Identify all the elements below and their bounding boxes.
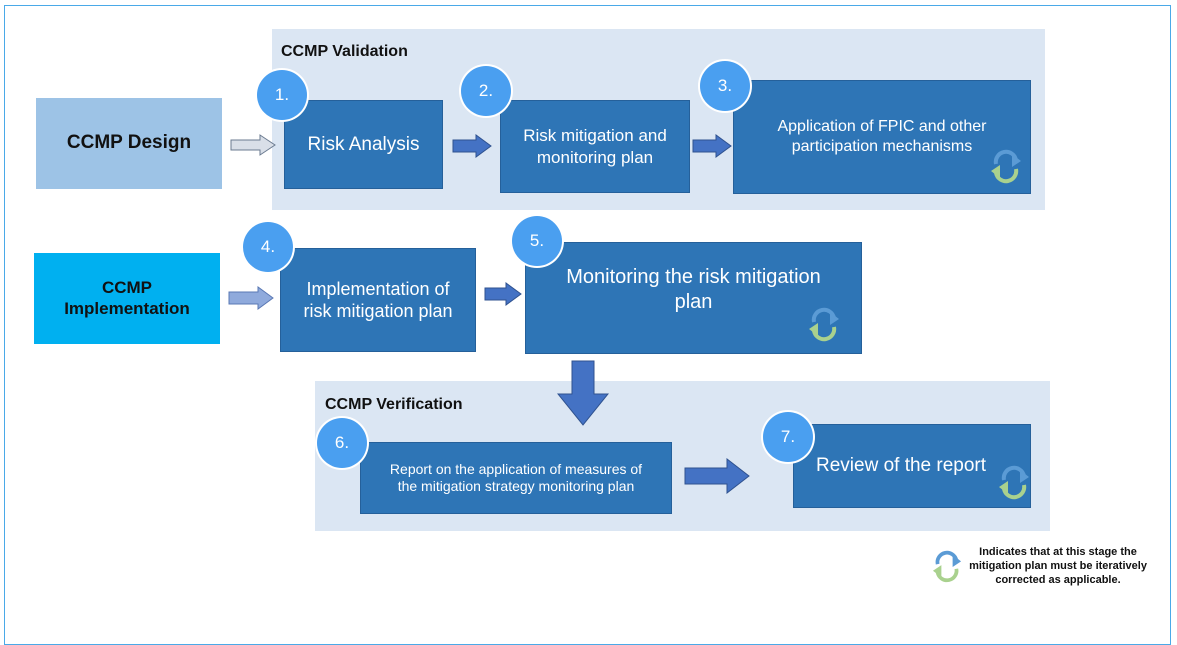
arrow-implementation-to-step-4: [228, 286, 274, 310]
step-1-box: Risk Analysis: [284, 100, 443, 189]
step-7-number: 7.: [763, 412, 813, 462]
step-3-label: Application of FPIC and other participat…: [777, 118, 987, 155]
validation-panel-title: CCMP Validation: [281, 43, 408, 60]
step-6-number: 6.: [317, 418, 367, 468]
step-4-label: Implementation of risk mitigation plan: [303, 278, 453, 322]
step-3-box: Application of FPIC and other participat…: [733, 80, 1031, 194]
cycle-icon-step-5: [809, 307, 839, 342]
step-2-label: Risk mitigation and monitoring plan: [523, 126, 667, 167]
step-1-number: 1.: [257, 70, 307, 120]
step-5-number: 5.: [512, 216, 562, 266]
step-7-label: Review of the report: [816, 455, 987, 477]
verification-panel-title: CCMP Verification: [325, 396, 463, 413]
cycle-icon-step-7: [999, 465, 1029, 500]
arrow-step-6-to-step-7: [684, 458, 750, 494]
step-1-label: Risk Analysis: [307, 133, 420, 155]
step-3-number: 3.: [700, 61, 750, 111]
arrow-step-1-to-step-2: [452, 134, 492, 158]
step-6-box: Report on the application of measures of…: [360, 442, 672, 514]
ccmp-implementation-box: CCMP Implementation: [34, 253, 220, 344]
step-2-number: 2.: [461, 66, 511, 116]
cycle-icon-step-3: [991, 149, 1021, 184]
step-5-label: Monitoring the risk mitigation plan: [566, 266, 821, 313]
step-7-box: Review of the report: [793, 424, 1031, 508]
step-6-label: Report on the application of measures of…: [389, 460, 643, 495]
step-2-box: Risk mitigation and monitoring plan: [500, 100, 690, 193]
arrow-step-2-to-step-3: [692, 134, 732, 158]
arrow-step-4-to-step-5: [484, 282, 522, 306]
legend-text: Indicates that at this stage the mitigat…: [969, 546, 1147, 587]
arrow-step-5-to-verification: [557, 360, 609, 426]
ccmp-design-box: CCMP Design: [36, 98, 222, 189]
step-4-number: 4.: [243, 222, 293, 272]
legend-cycle-icon: [932, 550, 962, 583]
step-4-box: Implementation of risk mitigation plan: [280, 248, 476, 352]
arrow-design-to-step-1: [230, 134, 276, 156]
step-5-box: Monitoring the risk mitigation plan: [525, 242, 862, 354]
